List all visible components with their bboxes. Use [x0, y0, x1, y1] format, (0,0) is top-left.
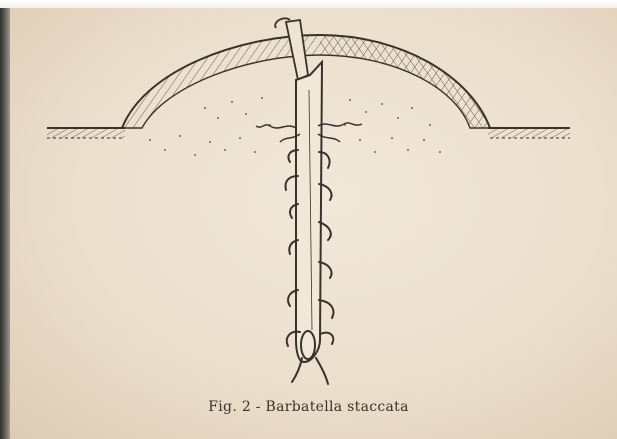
vine-cutting-stem	[275, 18, 322, 362]
figure-caption: Fig. 2 - Barbatella staccata	[0, 399, 617, 415]
ground-surface-right	[488, 128, 570, 138]
ground-surface-left	[47, 128, 125, 138]
